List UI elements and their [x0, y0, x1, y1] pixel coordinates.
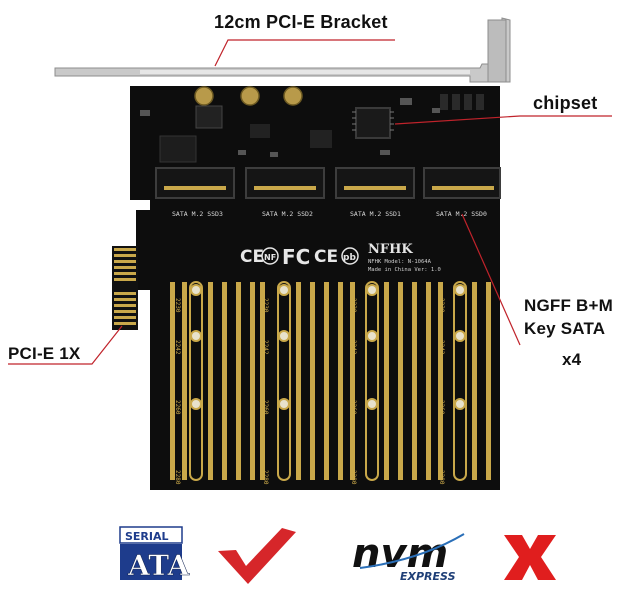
standoff-rings	[189, 281, 467, 481]
svg-text:2242: 2242	[174, 340, 181, 355]
svg-text:EXPRESS: EXPRESS	[400, 570, 456, 583]
ngff-callout-line	[461, 213, 521, 346]
chipset-ic	[355, 107, 391, 139]
ngff-label-line1: NGFF B+M	[524, 296, 613, 315]
svg-text:2230: 2230	[174, 298, 181, 313]
svg-text:ATA: ATA	[127, 549, 190, 582]
svg-text:2260: 2260	[174, 400, 181, 415]
length-marks: 2230 2242 2260 2280 2230 2242 2260 2280 …	[174, 298, 445, 485]
nvme-express-logo: nvm EXPRESS	[352, 531, 465, 583]
x-icon	[504, 535, 556, 580]
made-in-line: Made in China Ver: 1.0	[368, 267, 441, 273]
model-line: NFHK Model: N-1064A	[368, 259, 432, 265]
pcb-board: 2230 2242 2260 2280 2230 2242 2260 2280 …	[112, 86, 501, 490]
pcie-gold-fingers	[112, 246, 138, 330]
pcie-label: PCI-E 1X	[8, 344, 81, 363]
chipset-label: chipset	[533, 93, 598, 113]
ssd-gold-rails	[170, 282, 491, 480]
svg-text:2280: 2280	[350, 470, 357, 485]
m2-connectors	[155, 167, 501, 199]
svg-text:2260: 2260	[350, 400, 357, 415]
slot-label-ssd1: SATA M.2 SSD1	[350, 210, 401, 218]
ce-mark: CE	[240, 247, 264, 267]
certification-marks: CE NF FC CE pb	[240, 245, 359, 269]
svg-text:2260: 2260	[262, 400, 269, 415]
svg-text:SERIAL: SERIAL	[125, 530, 169, 543]
slot-label-ssd0: SATA M.2 SSD0	[436, 210, 487, 218]
ce-mark-2: CE	[314, 247, 338, 267]
serial-ata-logo: SERIAL ATA	[119, 526, 191, 582]
slot-label-ssd2: SATA M.2 SSD2	[262, 210, 313, 218]
pcie-bracket	[54, 17, 511, 83]
board-components	[140, 86, 484, 163]
chipset-callout-line	[394, 115, 612, 125]
svg-text:2242: 2242	[350, 340, 357, 355]
svg-text:2242: 2242	[438, 340, 445, 355]
fc-mark: FC	[282, 245, 310, 269]
svg-text:2280: 2280	[174, 470, 181, 485]
svg-text:2280: 2280	[262, 470, 269, 485]
svg-text:2230: 2230	[350, 298, 357, 313]
bracket-callout-line	[214, 39, 395, 67]
brand-mark: NFHK	[368, 242, 413, 257]
svg-text:2280: 2280	[438, 470, 445, 485]
slot-label-ssd3: SATA M.2 SSD3	[172, 210, 223, 218]
callout-lines	[8, 39, 612, 365]
pb-mark: pb	[343, 253, 356, 263]
svg-text:nvm: nvm	[352, 531, 448, 577]
svg-text:2260: 2260	[438, 400, 445, 415]
pcie-callout-line	[8, 325, 123, 365]
svg-text:2230: 2230	[438, 298, 445, 313]
svg-text:2242: 2242	[262, 340, 269, 355]
svg-text:2230: 2230	[262, 298, 269, 313]
ngff-label-line2: Key SATA	[524, 319, 606, 338]
quantity-label: x4	[562, 350, 582, 369]
bracket-label: 12cm PCI-E Bracket	[214, 12, 388, 32]
check-icon	[218, 528, 296, 584]
nf-mark: NF	[264, 253, 276, 262]
